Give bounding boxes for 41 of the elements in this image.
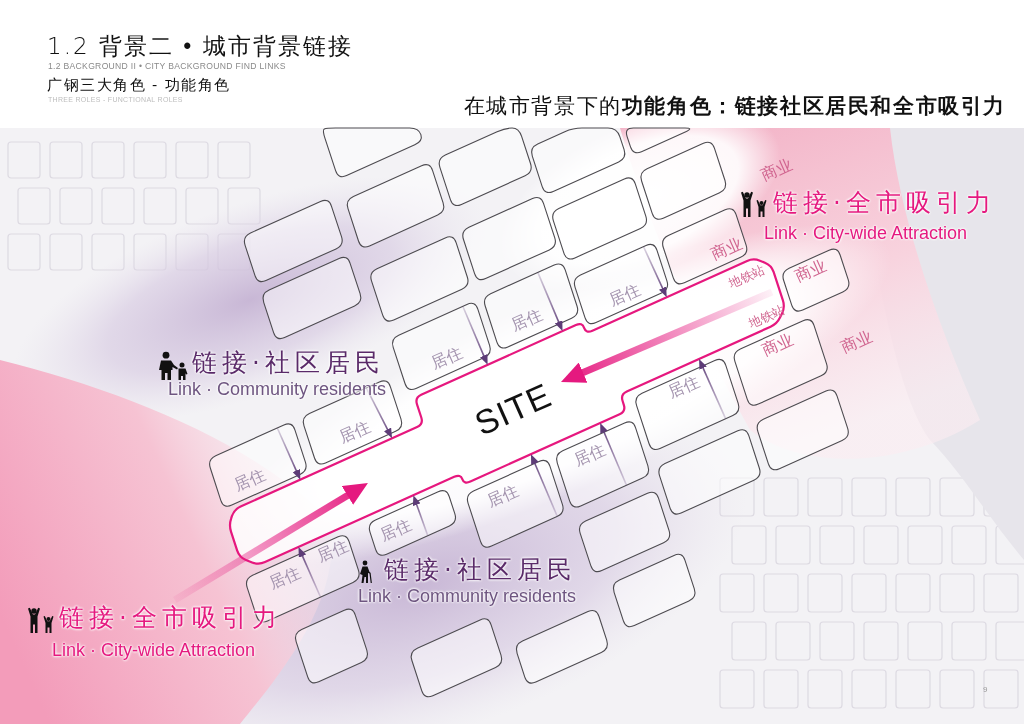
zone-label: 居住	[429, 344, 465, 372]
zone-label: 商业	[760, 331, 796, 359]
zone-label: 商业	[759, 156, 795, 184]
zone-label: 居住	[267, 564, 303, 592]
zone-label: 商业	[709, 235, 745, 263]
zone-label: 居住	[232, 466, 268, 494]
zone-label: 居住	[315, 537, 351, 565]
arrow	[642, 245, 667, 298]
page-number: 9	[983, 686, 988, 695]
flow-arrow	[173, 483, 368, 603]
zone-label: 居住	[337, 418, 373, 446]
arrow	[412, 495, 429, 537]
arrow	[699, 358, 727, 420]
annotation-text: Link · City-wide Attraction	[764, 224, 968, 244]
annotation-text: Link · City-wide Attraction	[52, 641, 256, 661]
arrow	[600, 423, 628, 487]
zone-label: 地铁站	[726, 263, 768, 291]
arrow	[276, 427, 301, 480]
zone-label: 居住	[378, 516, 414, 544]
annotation-text: Link · Community residents	[358, 587, 577, 607]
subtitle: 1.2 BACKGROUND II • CITY BACKGROUND FIND LINKS	[48, 62, 286, 72]
flow-arrow	[561, 288, 774, 383]
zone-label: 居住	[485, 482, 521, 510]
zone-label: 商业	[839, 328, 875, 356]
arrow	[537, 271, 563, 332]
annotation-text: 链接·社区居民	[192, 350, 385, 377]
zone-label: 居住	[666, 373, 702, 401]
zone-label: 居住	[509, 306, 545, 334]
zone-label: 居住	[607, 281, 643, 309]
section-heading: 广钢三大角色 - 功能角色	[47, 78, 231, 94]
arrow	[462, 305, 488, 365]
heading: 在城市背景下的功能角色：链接社区居民和全市吸引力	[463, 95, 1006, 118]
annotation-text: 链接·社区居民	[384, 557, 577, 584]
site-label: SITE	[469, 377, 557, 441]
zone-label: 商业	[793, 257, 829, 285]
arrow	[298, 547, 322, 598]
arrow	[530, 454, 559, 518]
zone-label: 地铁站	[746, 303, 788, 331]
annotation-text: 链接·全市吸引力	[773, 190, 996, 217]
title: 1.2 背景二 • 城市背景链接	[47, 34, 353, 60]
zone-label: 居住	[572, 441, 608, 469]
